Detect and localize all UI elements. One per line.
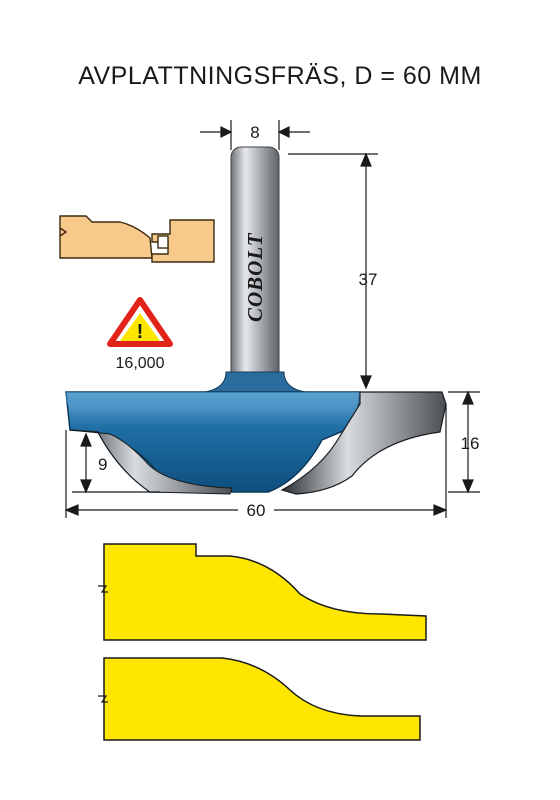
warning-triangle-icon: !: [107, 297, 173, 347]
shank-length-label: 37: [359, 270, 378, 289]
cutter-diameter-label: 60: [247, 501, 266, 520]
page-title: AVPLATTNINGSFRÄS, D = 60 MM: [78, 62, 482, 90]
profile-shape-1: [98, 543, 427, 641]
max-rpm-label: 16,000: [116, 355, 165, 372]
dimension-shank-diameter: [200, 120, 310, 150]
wood-joint-icon: [59, 215, 215, 263]
shank: COBOLT: [230, 146, 280, 386]
dimension-cutting-height: [448, 390, 480, 494]
shank-diameter-label: 8: [250, 123, 259, 142]
dimension-profile-height: [72, 432, 160, 494]
profile-shape-2: [98, 657, 421, 741]
brand-label: COBOLT: [243, 232, 267, 322]
dimension-cutter-diameter: [64, 404, 448, 518]
shank-collar: [204, 371, 306, 393]
cutting-height-label: 16: [461, 434, 480, 453]
profile-height-label: 9: [98, 455, 107, 474]
warning-symbol: !: [137, 321, 144, 343]
carbide-cutter: [69, 391, 447, 495]
dimension-shank-length: [288, 152, 378, 390]
